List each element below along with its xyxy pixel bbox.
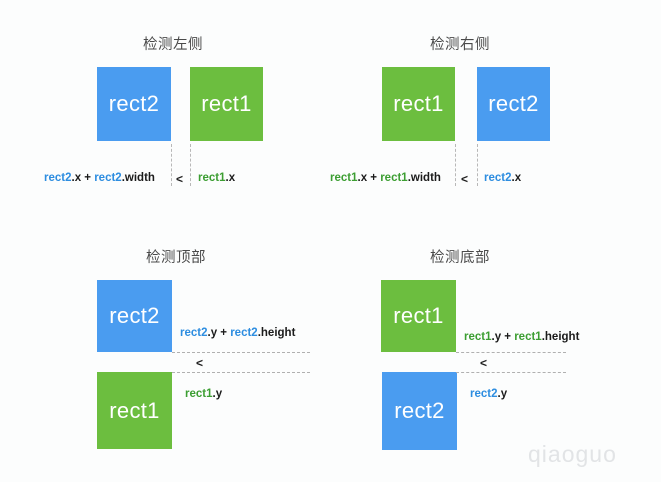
- formula-token: rect2: [180, 327, 208, 339]
- dashed-guide-line: [190, 144, 191, 186]
- formula-token: rect2: [94, 172, 122, 184]
- rect-block-rect1: rect1: [97, 372, 172, 449]
- formula-token: .y: [497, 388, 508, 400]
- formula-token: .x +: [71, 172, 95, 184]
- comparison-operator: <: [461, 172, 469, 186]
- rect-label: rect2: [109, 303, 160, 328]
- watermark-text: qiaoguo: [528, 441, 617, 467]
- dashed-guide-line: [171, 144, 172, 186]
- rect-label: rect1: [393, 303, 444, 328]
- rect-label: rect2: [108, 91, 160, 116]
- formula-left-expression: rect2.x + rect2.width: [44, 172, 155, 184]
- formula-token: .y: [212, 388, 223, 400]
- rect-label: rect1: [393, 91, 444, 116]
- formula-token: rect2: [44, 172, 72, 184]
- quadrant-title-detect-top: 检测顶部: [146, 250, 206, 266]
- formula-token: .height: [541, 331, 580, 343]
- rect-block-rect2: rect2: [477, 67, 550, 141]
- formula-token: .x: [225, 172, 236, 184]
- formula-token: rect1: [198, 172, 226, 184]
- dashed-guide-line: [455, 144, 456, 186]
- dashed-guide-line: [456, 352, 566, 353]
- formula-token: rect2: [484, 172, 512, 184]
- formula-right-expression: rect1.x: [198, 172, 235, 184]
- formula-token: .x +: [357, 172, 381, 184]
- formula-token: rect1: [514, 331, 542, 343]
- rect-block-rect1: rect1: [190, 67, 263, 141]
- formula-token: .y +: [207, 327, 231, 339]
- rect-label: rect1: [201, 91, 252, 116]
- formula-right-expression: rect2.x: [484, 172, 521, 184]
- comparison-operator: <: [176, 172, 184, 186]
- formula-left-expression: rect2.y + rect2.height: [180, 327, 295, 339]
- comparison-operator: <: [480, 356, 488, 370]
- formula-token: rect2: [470, 388, 498, 400]
- quadrant-title-detect-right: 检测右侧: [430, 37, 490, 53]
- quadrant-title-detect-bottom: 检测底部: [430, 250, 490, 266]
- formula-token: rect2: [230, 327, 258, 339]
- formula-token: rect1: [464, 331, 492, 343]
- rect-block-rect1: rect1: [381, 280, 456, 352]
- rect-block-rect2: rect2: [97, 67, 171, 141]
- formula-token: .x: [511, 172, 522, 184]
- dashed-guide-line: [456, 372, 566, 373]
- formula-right-expression: rect1.y: [185, 388, 222, 400]
- formula-token: .width: [407, 172, 441, 184]
- rect-block-rect1: rect1: [382, 67, 455, 141]
- formula-token: .y +: [491, 331, 515, 343]
- rect-label: rect1: [109, 397, 160, 423]
- formula-left-expression: rect1.x + rect1.width: [330, 172, 441, 184]
- dashed-guide-line: [172, 372, 310, 373]
- comparison-operator: <: [196, 356, 204, 370]
- dashed-guide-line: [477, 144, 478, 186]
- rect-label: rect2: [488, 91, 539, 116]
- formula-token: .width: [121, 172, 155, 184]
- formula-token: rect1: [185, 388, 213, 400]
- rect-block-rect2: rect2: [382, 372, 457, 450]
- formula-token: rect1: [330, 172, 358, 184]
- formula-left-expression: rect1.y + rect1.height: [464, 331, 579, 343]
- rect-block-rect2: rect2: [97, 280, 172, 352]
- formula-token: .height: [257, 327, 296, 339]
- dashed-guide-line: [172, 352, 310, 353]
- formula-token: rect1: [380, 172, 408, 184]
- formula-right-expression: rect2.y: [470, 388, 507, 400]
- rect-label: rect2: [394, 398, 445, 423]
- quadrant-title-detect-left: 检测左侧: [143, 37, 203, 53]
